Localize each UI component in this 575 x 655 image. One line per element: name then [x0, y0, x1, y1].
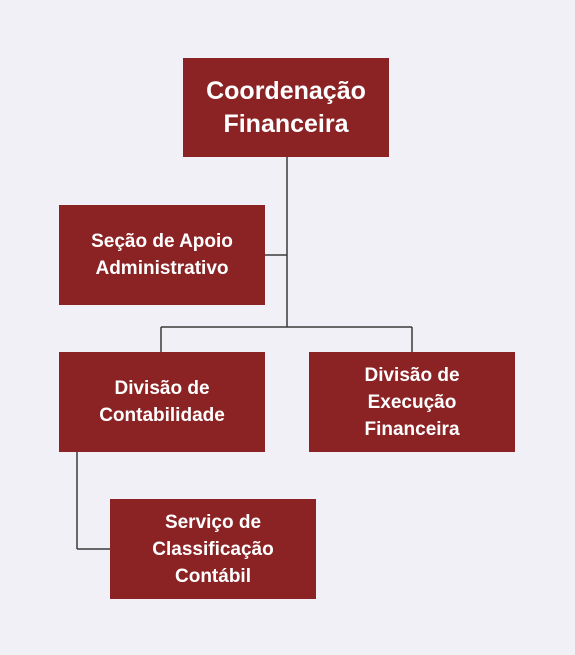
- org-node-secao-apoio-administrativo: Seção de Apoio Administrativo: [59, 205, 265, 305]
- org-node-label: Divisão de Execução Financeira: [364, 364, 460, 440]
- org-node-divisao-contabilidade: Divisão de Contabilidade: [59, 352, 265, 452]
- org-node-divisao-execucao-financeira: Divisão de Execução Financeira: [309, 352, 515, 452]
- org-node-coordenacao-financeira: Coordenação Financeira: [183, 58, 389, 157]
- org-node-label: Serviço de Classificação Contábil: [152, 511, 274, 587]
- org-node-label: Seção de Apoio Administrativo: [91, 231, 233, 279]
- org-node-servico-classificacao-contabil: Serviço de Classificação Contábil: [110, 499, 316, 599]
- org-node-label: Coordenação Financeira: [206, 76, 366, 138]
- org-node-label: Divisão de Contabilidade: [99, 378, 225, 426]
